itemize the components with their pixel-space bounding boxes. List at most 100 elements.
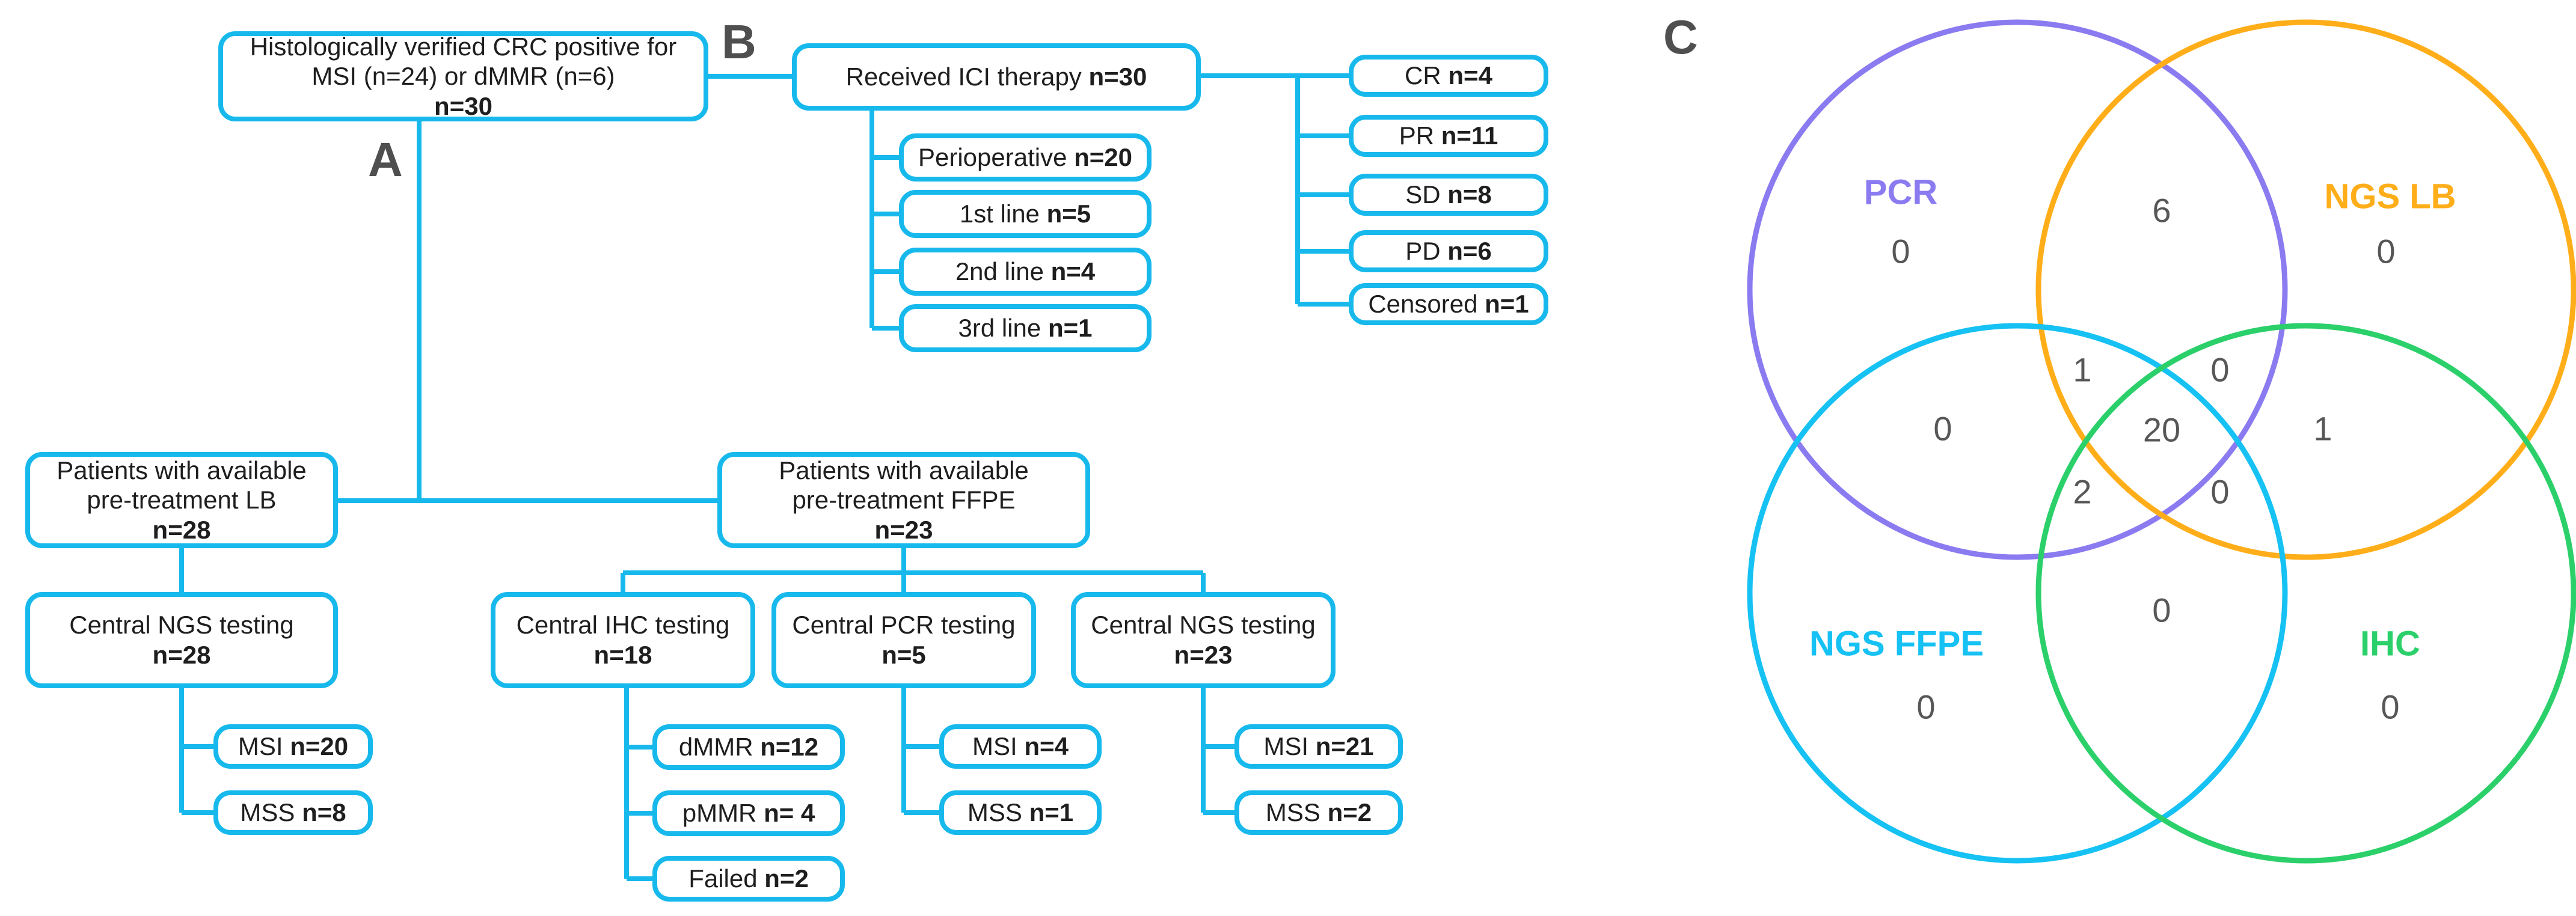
node-pcr-mss: MSS n=1 (939, 790, 1102, 835)
node-lb-line2: pre-treatment LB (87, 486, 277, 514)
node-failed-line: Failed n=2 (688, 864, 809, 894)
node-cr: CR n=4 (1349, 55, 1548, 97)
node-sd-label: SD (1405, 180, 1441, 209)
node-enrollment: Histologically verified CRC positive for… (218, 31, 708, 121)
node-failed: Failed n=2 (652, 856, 845, 902)
node-ihc-testing: Central IHC testing n=18 (491, 592, 755, 688)
node-lb-msi-line: MSI n=20 (238, 731, 348, 762)
node-cr-line: CR n=4 (1405, 61, 1492, 91)
node-pmmr-n: n= 4 (764, 799, 815, 828)
node-lb-n: n=28 (152, 515, 211, 544)
node-enrollment-line2: MSI (n=24) or dMMR (n=6) (311, 62, 615, 91)
node-ihc-testing-label: Central IHC testing (516, 611, 730, 640)
node-ffpe-line2: pre-treatment FFPE (792, 486, 1016, 514)
venn-count-ngs-lb-only: 0 (2376, 232, 2396, 270)
node-pcr-msi-label: MSI (972, 732, 1017, 761)
node-lb-msi-n: n=20 (290, 732, 349, 761)
node-3rd-line-line: 3rd line n=1 (958, 313, 1093, 343)
node-pcr-msi-line: MSI n=4 (972, 731, 1069, 762)
connector-ici-to-outcomes (1201, 73, 1349, 307)
node-lb-line1: Patients with available (57, 456, 307, 484)
node-1st-line-line: 1st line n=5 (960, 199, 1091, 229)
node-2nd-line-label: 2nd line (955, 257, 1044, 286)
connector-ihc-results (624, 688, 652, 881)
node-cr-label: CR (1405, 61, 1441, 90)
venn-label-pcr: PCR (1863, 173, 1938, 212)
node-enrollment-line1: Histologically verified CRC positive for (250, 32, 677, 61)
node-3rd-line-label: 3rd line (958, 314, 1041, 343)
node-pr: PR n=11 (1349, 115, 1548, 157)
node-lb-patients: Patients with available pre-treatment LB… (25, 452, 338, 548)
node-dmmr-n: n=12 (760, 733, 819, 762)
node-pmmr: pMMR n= 4 (652, 790, 845, 836)
venn-count-ihc-only: 0 (2381, 688, 2400, 726)
node-ngs-ffpe-testing-n: n=23 (1174, 641, 1233, 669)
node-ffpe-patients: Patients with available pre-treatment FF… (717, 452, 1090, 548)
node-pcr-msi: MSI n=4 (939, 724, 1102, 769)
connector-enrollment-to-samples (338, 121, 717, 503)
venn-count-pcr-only: 0 (1891, 232, 1910, 270)
node-ngs-mss-line: MSS n=2 (1266, 798, 1372, 828)
node-censored-label: Censored (1368, 290, 1478, 319)
venn-count-pcr-ffpe-ihc: 2 (2073, 472, 2092, 511)
venn-label-ngs-lb: NGS LB (2324, 177, 2456, 216)
node-lb-msi-label: MSI (238, 732, 283, 761)
node-ihc-testing-n: n=18 (593, 641, 652, 669)
node-sd: SD n=8 (1349, 174, 1548, 216)
connector-lb-branch (179, 548, 213, 815)
node-ngs-msi-line: MSI n=21 (1263, 731, 1373, 762)
node-pcr-testing-n: n=5 (882, 641, 926, 669)
node-perioperative: Perioperative n=20 (899, 133, 1152, 182)
connector-pcr-results (901, 688, 939, 815)
node-pcr-msi-n: n=4 (1024, 732, 1069, 761)
node-1st-line: 1st line n=5 (899, 190, 1152, 238)
node-dmmr-label: dMMR (678, 733, 753, 762)
node-lb-mss-label: MSS (240, 798, 295, 827)
node-pcr-mss-label: MSS (967, 798, 1022, 827)
venn-count-ngs-lb-ffpe-ihc: 0 (2210, 472, 2230, 511)
node-pcr-mss-n: n=1 (1029, 798, 1074, 827)
node-perioperative-label: Perioperative (918, 143, 1067, 172)
node-3rd-line-n: n=1 (1047, 314, 1093, 343)
node-pr-n: n=11 (1441, 121, 1498, 150)
node-pd-label: PD (1405, 237, 1441, 266)
node-ici-therapy: Received ICI therapy n=30 (792, 43, 1201, 111)
venn-circle-ngs-lb (2035, 19, 2576, 560)
venn-count-pcr-ngs-lb: 6 (2152, 191, 2171, 230)
venn-count-ffpe-ihc: 0 (2152, 591, 2171, 629)
node-pcr-testing-label: Central PCR testing (792, 611, 1016, 640)
venn-count-pcr-ngs-lb-ffpe: 1 (2073, 350, 2092, 389)
panel-c-letter: C (1663, 10, 1698, 64)
node-perioperative-n: n=20 (1074, 143, 1133, 172)
node-ngs-mss-n: n=2 (1327, 798, 1372, 827)
node-sd-line: SD n=8 (1405, 180, 1492, 210)
node-ngs-ffpe-testing: Central NGS testing n=23 (1071, 592, 1336, 688)
node-lb-ngs-testing-n: n=28 (152, 641, 211, 669)
node-ngs-mss: MSS n=2 (1234, 790, 1403, 835)
node-pcr-testing: Central PCR testing n=5 (771, 592, 1036, 688)
node-sd-n: n=8 (1447, 180, 1492, 209)
node-lb-mss-n: n=8 (302, 798, 346, 827)
node-pr-line: PR n=11 (1399, 121, 1498, 151)
node-lb-mss-line: MSS n=8 (240, 798, 346, 828)
node-2nd-line-n: n=4 (1050, 257, 1096, 286)
node-ngs-mss-label: MSS (1265, 798, 1320, 827)
node-3rd-line: 3rd line n=1 (899, 304, 1152, 352)
venn-circle-ihc (2035, 323, 2576, 864)
node-perioperative-line: Perioperative n=20 (918, 142, 1132, 173)
node-lb-ngs-testing: Central NGS testing n=28 (25, 592, 338, 688)
venn-count-ffpe-only: 0 (1916, 688, 1936, 726)
venn-count-pcr-ngs-lb-ihc: 0 (2210, 350, 2230, 389)
node-ici-label: Received ICI therapy (845, 63, 1082, 91)
node-2nd-line-line: 2nd line n=4 (955, 257, 1095, 287)
venn-circle-ngs-ffpe (1747, 323, 2288, 864)
node-failed-label: Failed (688, 864, 758, 893)
node-ngs-ffpe-testing-label: Central NGS testing (1091, 611, 1316, 640)
node-ngs-msi-label: MSI (1263, 732, 1309, 761)
node-censored: Censored n=1 (1349, 283, 1548, 325)
node-cr-n: n=4 (1448, 61, 1492, 90)
node-censored-line: Censored n=1 (1368, 289, 1529, 319)
node-pd-n: n=6 (1447, 237, 1492, 266)
node-1st-line-label: 1st line (959, 200, 1040, 228)
